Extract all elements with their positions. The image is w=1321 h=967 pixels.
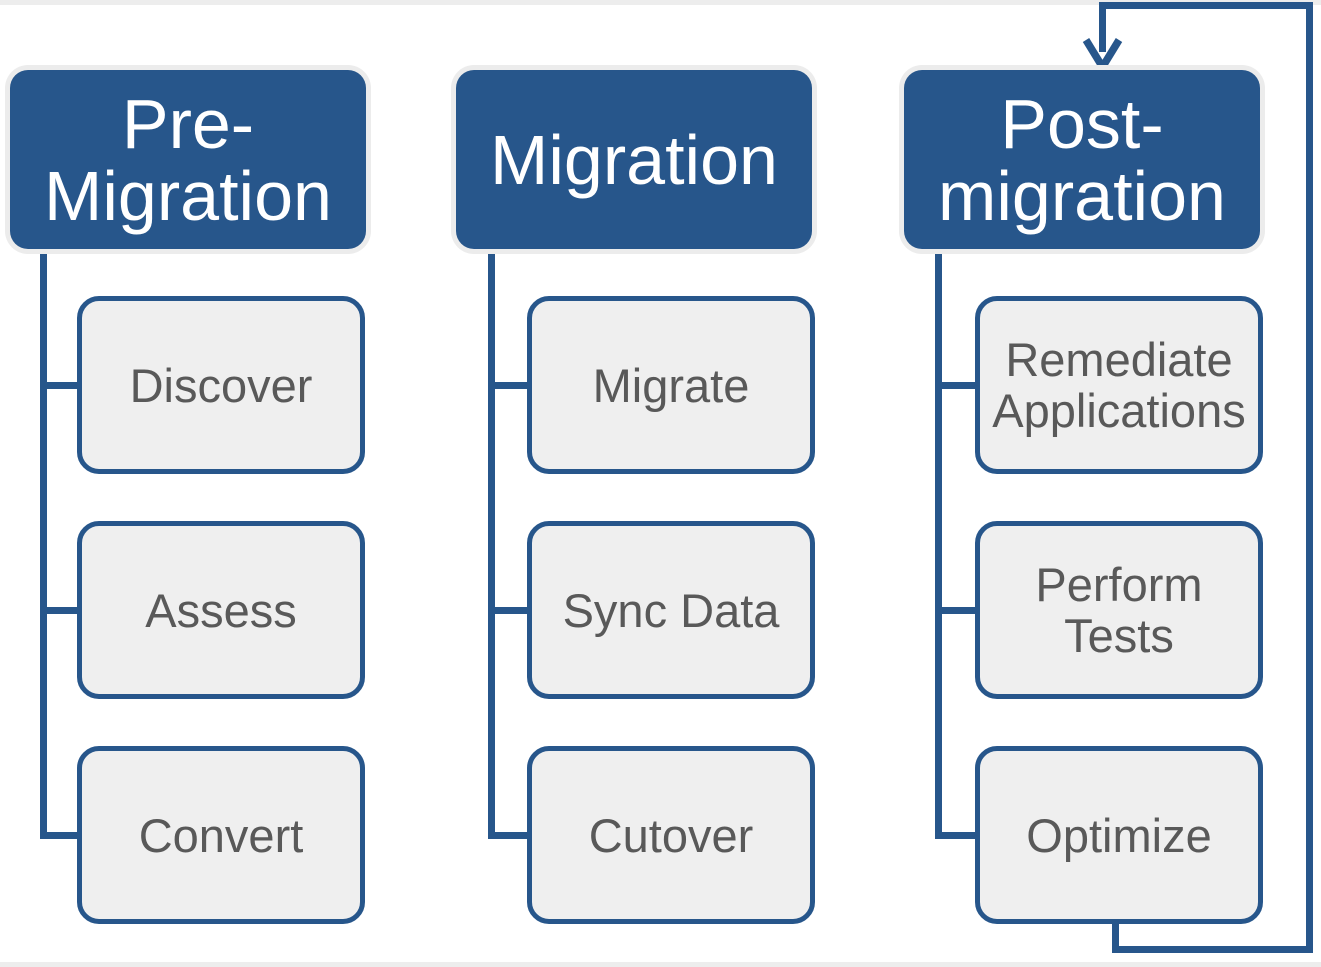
feedback-line-bottom-stub — [1112, 921, 1119, 953]
header-migration: Migration — [456, 70, 812, 249]
node-remediate-applications: Remediate Applications — [975, 296, 1263, 474]
connector-stub-assess — [40, 607, 80, 614]
connector-stub-remediate-applications — [935, 382, 978, 389]
header-line: migration — [938, 156, 1226, 235]
node-label: Sync Data — [562, 583, 780, 637]
slide-edge-bottom — [0, 962, 1321, 967]
arrow-down-icon — [1082, 38, 1123, 71]
node-sync-data: Sync Data — [527, 521, 815, 699]
connector-stub-convert — [40, 832, 80, 839]
connector-trunk-post-migration — [935, 248, 942, 838]
node-label: Migrate — [592, 358, 750, 412]
feedback-line-arrow-shaft — [1099, 2, 1106, 52]
node-label: Convert — [138, 808, 304, 862]
header-line: Pre- — [121, 84, 255, 163]
node-convert: Convert — [77, 746, 365, 924]
connector-stub-migrate — [488, 382, 530, 389]
connector-trunk-migration — [488, 248, 495, 838]
connector-stub-optimize — [935, 832, 978, 839]
node-discover: Discover — [77, 296, 365, 474]
header-line: Post- — [1000, 84, 1164, 163]
connector-stub-cutover — [488, 832, 530, 839]
header-line: Migration — [44, 156, 332, 235]
header-post-migration: Post- migration — [904, 70, 1260, 249]
node-label: Discover — [129, 358, 313, 412]
feedback-line-bottom — [1112, 946, 1313, 953]
feedback-line-top — [1099, 2, 1313, 9]
header-line: Migration — [490, 120, 778, 199]
node-optimize: Optimize — [975, 746, 1263, 924]
feedback-line-right — [1306, 2, 1313, 953]
connector-stub-sync-data — [488, 607, 530, 614]
node-label: Optimize — [1026, 808, 1212, 862]
node-perform-tests: Perform Tests — [975, 521, 1263, 699]
connector-trunk-pre-migration — [40, 248, 47, 838]
connector-stub-perform-tests — [935, 607, 978, 614]
node-label: Perform Tests — [1035, 558, 1203, 662]
node-migrate: Migrate — [527, 296, 815, 474]
node-cutover: Cutover — [527, 746, 815, 924]
connector-stub-discover — [40, 382, 80, 389]
node-label: Cutover — [588, 808, 754, 862]
header-pre-migration: Pre- Migration — [10, 70, 366, 249]
slide-edge-top — [0, 0, 1321, 5]
node-label: Remediate Applications — [992, 333, 1246, 437]
node-assess: Assess — [77, 521, 365, 699]
node-label: Assess — [145, 583, 297, 637]
